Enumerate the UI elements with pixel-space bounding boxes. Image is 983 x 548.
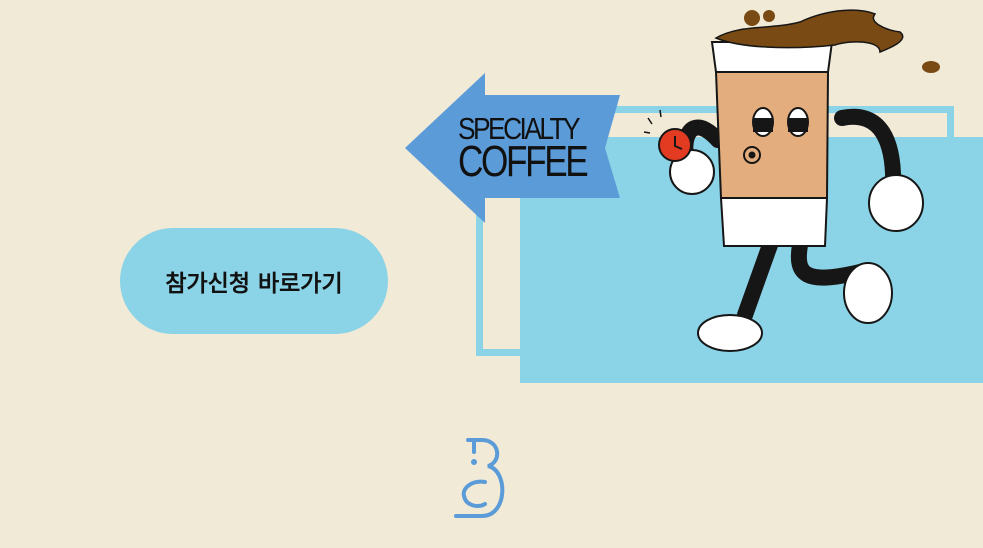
apply-now-button[interactable]: 참가신청 바로가기 xyxy=(120,228,388,334)
arrow-left-icon xyxy=(405,73,620,223)
arrow-line1: SPECIALTY xyxy=(458,111,581,146)
blue-frame xyxy=(476,106,954,356)
bc-logo-icon xyxy=(454,438,505,518)
specialty-coffee-label: SPECIALTY COFFEE xyxy=(458,113,618,184)
arrow-line2: COFFEE xyxy=(458,137,589,186)
coffee-cup-mascot-icon xyxy=(643,9,940,352)
